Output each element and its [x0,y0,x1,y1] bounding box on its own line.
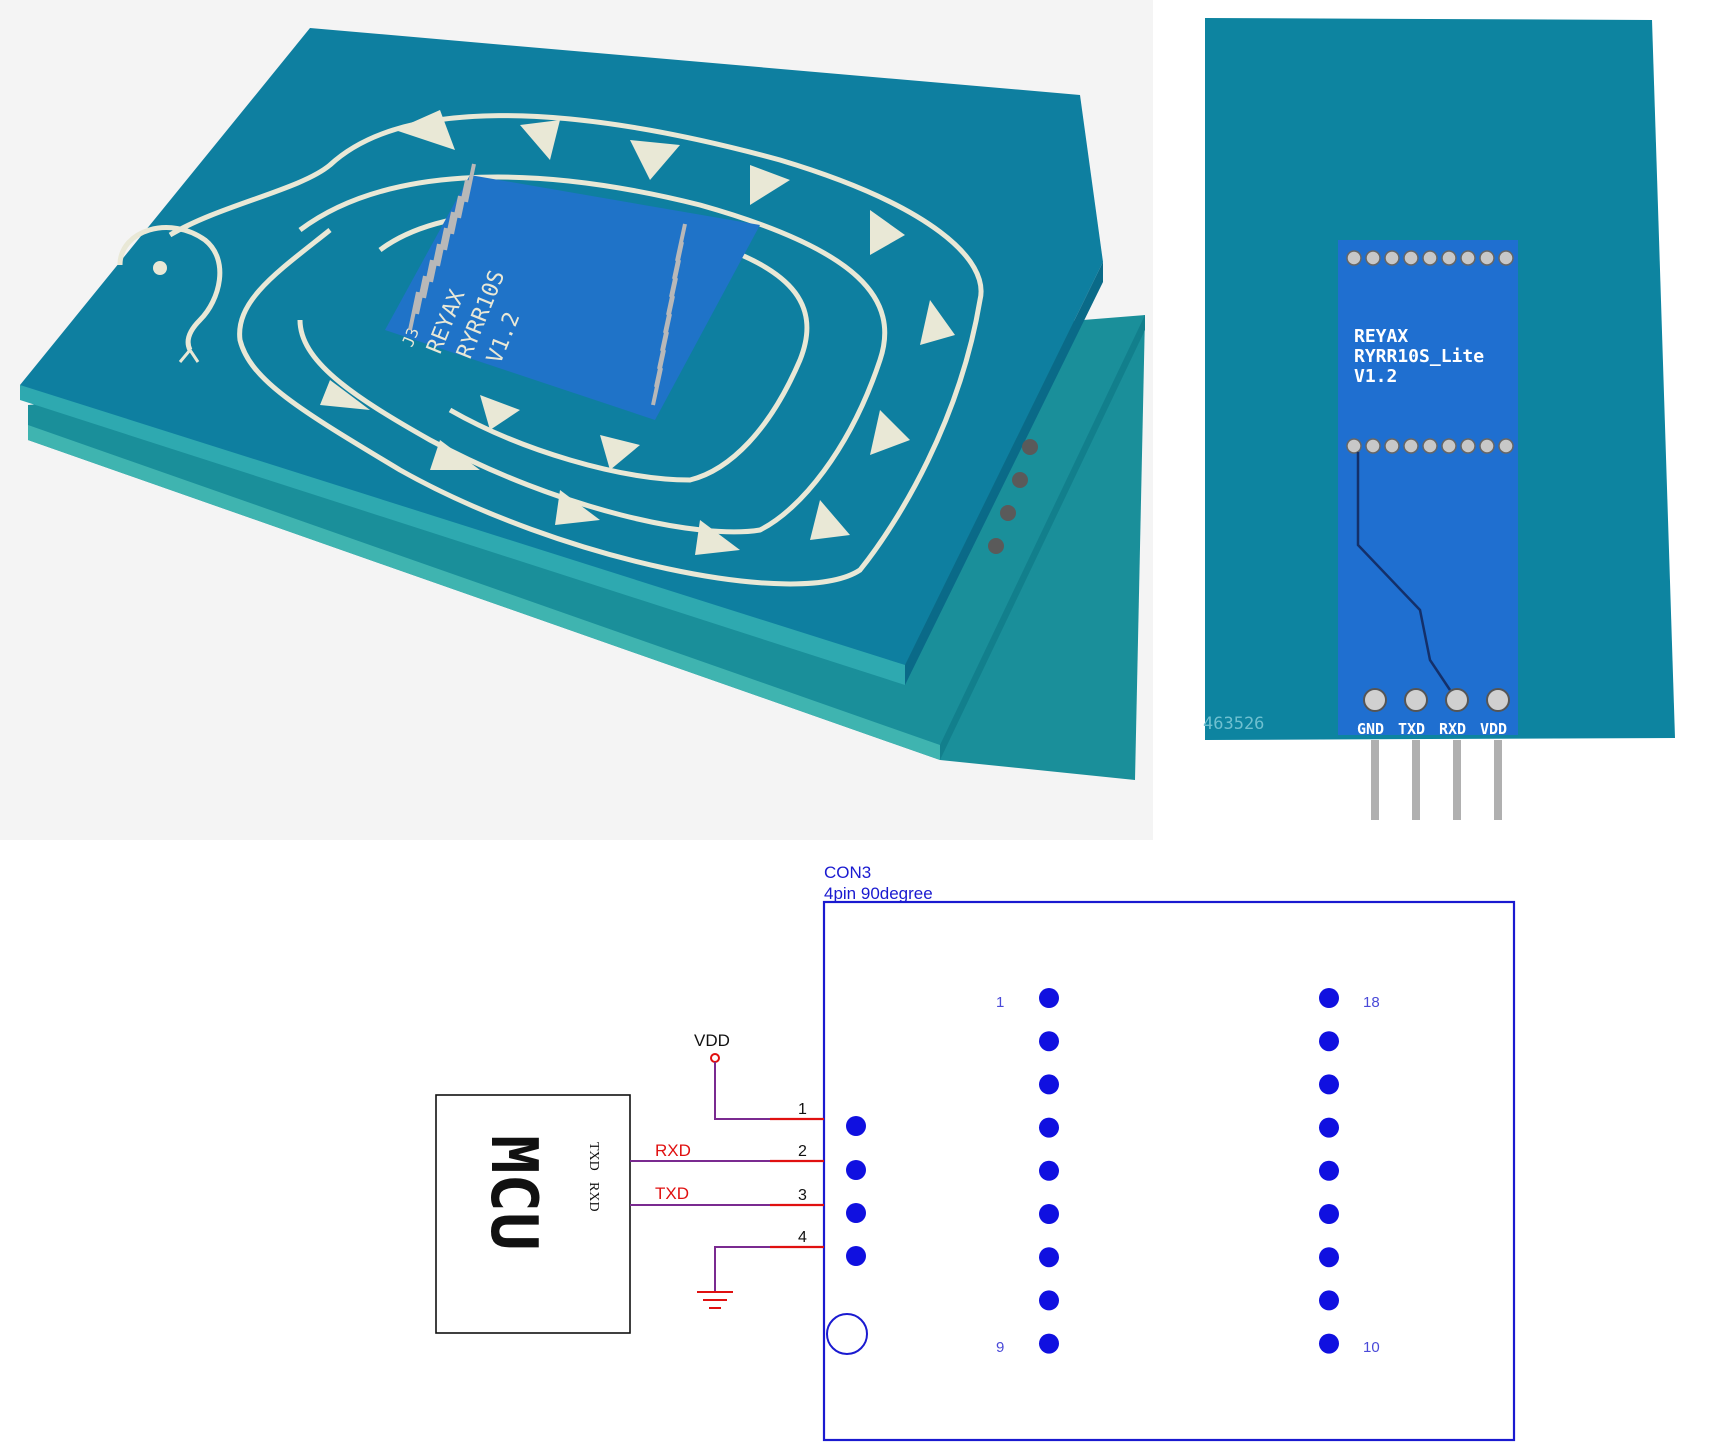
radar-module [385,175,760,420]
vdd-wire [714,1062,770,1120]
wire-pin-numbers: 1 2 3 4 [798,1101,807,1246]
connector-outline [822,900,1516,1442]
mcu-block [435,1094,631,1334]
right-silk-reyax: REYAX [1354,326,1408,347]
schematic: CON3 4pin 90degree MCU TXD RXD VDD RXD T… [435,863,1516,1442]
wire-pin-2: 2 [798,1143,807,1160]
connector-ref: CON3 [824,863,871,882]
connector-pin-dots [846,1116,866,1266]
board-serial: 463526 [1203,714,1264,734]
wire-pin-4: 4 [798,1229,807,1246]
right-silk-model: RYRR10S_Lite [1354,346,1484,367]
pin-label-rxd: RXD [1439,720,1466,738]
left-pcb-photo: REYAX RYRR10S V1.2 J3 [0,0,1153,840]
right-pcb-photo: REYAX RYRR10S_Lite V1.2 463526 GND TXD R… [1180,0,1710,840]
back-module [1338,240,1518,735]
header-pin-numbers: 1 9 18 10 [996,994,1380,1356]
pin-label-vdd: VDD [1480,720,1507,738]
right-module-silkscreen: REYAX RYRR10S_Lite V1.2 [1354,326,1484,387]
net-txd-label: TXD [655,1184,689,1203]
gnd-wire [714,1246,770,1292]
mcu-label: MCU [476,1135,550,1251]
header-pin-10-label: 10 [1363,1339,1380,1356]
ground-symbol [697,1291,733,1309]
connector-desc: 4pin 90degree [824,884,933,903]
vdd-label: VDD [694,1031,730,1050]
mounting-hole [826,1313,868,1355]
back-trace [1356,452,1452,691]
output-header-pins [1363,688,1510,820]
module-header-pins [408,163,687,406]
mcu-pin-rxd: RXD [586,1182,601,1212]
snake-head [117,225,223,363]
vdd-symbol [710,1053,720,1063]
wire-pin-3: 3 [798,1187,807,1204]
header-pin-1-label: 1 [996,994,1004,1011]
wire-pin-1: 1 [798,1101,807,1118]
pin-label-gnd: GND [1357,720,1384,738]
side-connector-pins [988,439,1038,554]
output-pin-labels: GND TXD RXD VDD [1357,720,1507,738]
module-header-columns [1039,988,1339,1354]
snake-scales [320,110,955,555]
right-silk-version: V1.2 [1354,366,1397,387]
mcu-pin-txd: TXD [586,1142,601,1171]
header-pin-9-label: 9 [996,1339,1004,1356]
header-pin-18-label: 18 [1363,994,1380,1011]
back-module-pads [1346,250,1514,454]
pin-label-txd: TXD [1398,720,1425,738]
net-rxd-label: RXD [655,1141,691,1160]
